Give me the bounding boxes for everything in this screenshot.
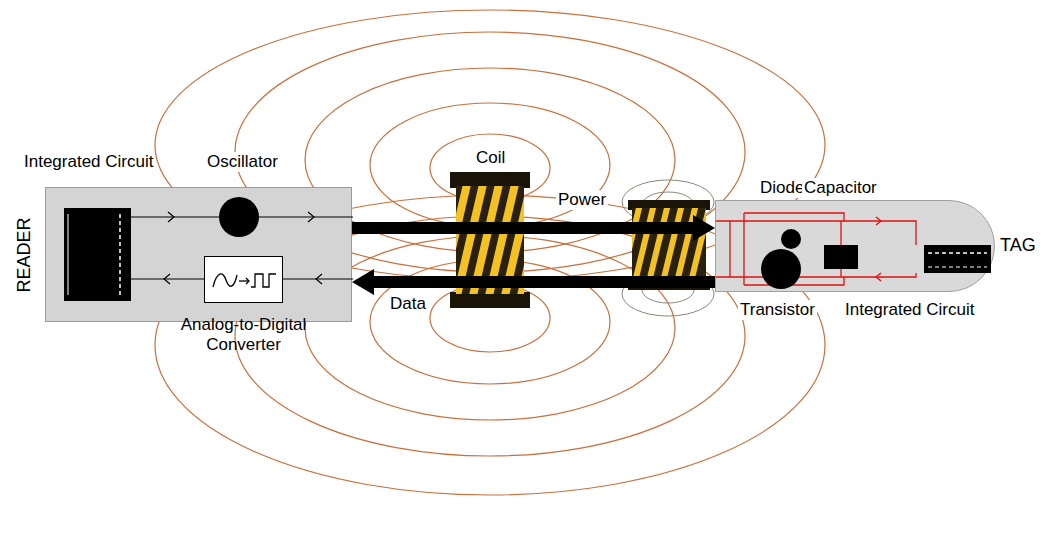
tag-internals xyxy=(716,201,996,293)
signal-arrow xyxy=(352,215,715,241)
part-label: Coil xyxy=(474,148,507,168)
part-label: Capacitor xyxy=(802,178,879,198)
edge-label: Power xyxy=(556,190,608,210)
node-label: READER xyxy=(14,217,34,292)
reader-box: READER Analog-to-Digital Converter xyxy=(45,187,352,322)
node-label: Analog-to-Digital Converter xyxy=(149,315,339,355)
node-label: TAG xyxy=(1000,235,1036,255)
part-label: Oscillator xyxy=(205,152,280,172)
tag-body: TAG xyxy=(715,200,995,292)
part-label: Transistor xyxy=(738,300,817,320)
signal-arrow xyxy=(352,269,715,295)
edge-label: Data xyxy=(388,294,428,314)
converter-box: Analog-to-Digital Converter xyxy=(204,256,283,303)
part-label: Integrated Circuit xyxy=(22,152,155,172)
adc-symbol xyxy=(205,257,284,304)
reader-internals xyxy=(46,188,353,323)
part-label: Integrated Circuit xyxy=(843,300,976,320)
part-label: Diode xyxy=(758,178,806,198)
